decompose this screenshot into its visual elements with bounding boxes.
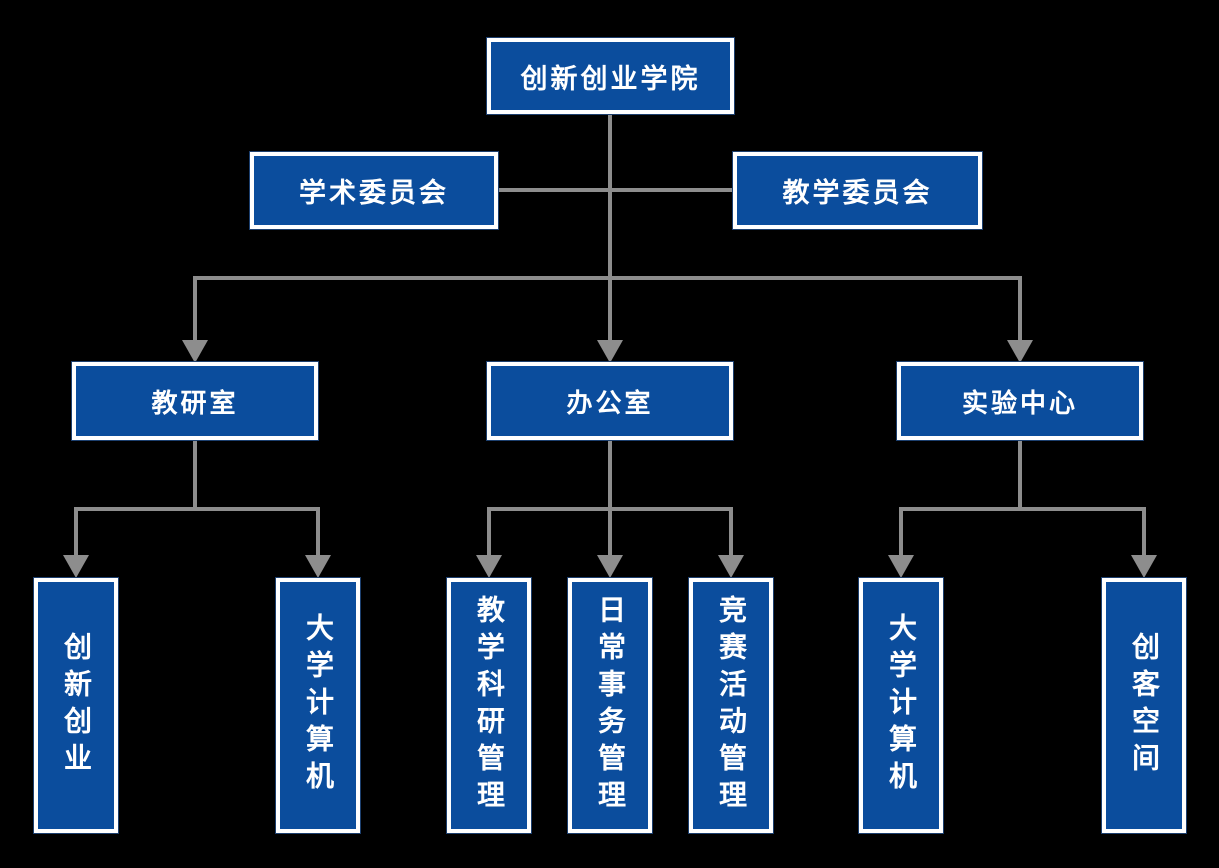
node-dept-lab-center: 实验中心 xyxy=(897,362,1143,440)
node-unit-innovation-entrepreneurship: 创新创业 xyxy=(34,578,118,833)
connector-committees xyxy=(498,188,733,192)
arrow-down-u1 xyxy=(63,555,89,578)
node-unit-daily-affairs-mgmt: 日常事务管理 xyxy=(568,578,652,833)
connector-drop-dept3 xyxy=(1018,276,1022,340)
arrow-down-u3 xyxy=(476,555,502,578)
connector-split-group2 xyxy=(487,507,733,511)
node-label: 办公室 xyxy=(566,387,654,418)
connector-drop-u3 xyxy=(487,507,491,556)
arrow-down-u4 xyxy=(597,555,623,578)
node-unit-teaching-research-mgmt: 教学科研管理 xyxy=(447,578,531,833)
node-unit-maker-space: 创客空间 xyxy=(1102,578,1186,833)
node-label: 竞赛活动管理 xyxy=(716,594,747,817)
connector-drop-u5 xyxy=(729,507,733,556)
connector-stem-group2 xyxy=(608,440,612,556)
node-dept-office: 办公室 xyxy=(487,362,733,440)
arrow-down-dept1 xyxy=(182,340,208,363)
connector-root-trunk xyxy=(608,114,612,340)
connector-drop-u2 xyxy=(316,507,320,556)
node-label: 创客空间 xyxy=(1129,631,1160,780)
arrow-down-u6 xyxy=(888,555,914,578)
connector-drop-u6 xyxy=(899,507,903,556)
node-unit-competition-activity-mgmt: 竞赛活动管理 xyxy=(689,578,773,833)
node-label: 日常事务管理 xyxy=(595,594,626,817)
connector-distribution xyxy=(193,276,1022,280)
arrow-down-dept2 xyxy=(597,340,623,363)
node-unit-university-computer-1: 大学计算机 xyxy=(276,578,360,833)
arrow-down-dept3 xyxy=(1007,340,1033,363)
node-label: 大学计算机 xyxy=(886,613,917,798)
node-root-college: 创新创业学院 xyxy=(487,38,734,114)
connector-split-group1 xyxy=(74,507,320,511)
arrow-down-u5 xyxy=(718,555,744,578)
node-label: 学术委员会 xyxy=(299,178,449,208)
node-label: 大学计算机 xyxy=(303,613,334,798)
node-dept-teaching-research-office: 教研室 xyxy=(72,362,318,440)
arrow-down-u2 xyxy=(305,555,331,578)
node-label: 教学委员会 xyxy=(782,178,933,208)
node-label: 创新创业 xyxy=(61,631,92,780)
connector-stem-group1 xyxy=(193,440,197,511)
node-teaching-committee: 教学委员会 xyxy=(733,152,982,229)
node-academic-committee: 学术委员会 xyxy=(250,152,498,229)
connector-drop-dept1 xyxy=(193,276,197,340)
node-label: 教研室 xyxy=(151,387,239,418)
node-label: 教学科研管理 xyxy=(474,594,505,817)
node-label: 实验中心 xyxy=(961,387,1078,418)
node-unit-university-computer-2: 大学计算机 xyxy=(859,578,943,833)
connector-drop-u1 xyxy=(74,507,78,556)
connector-drop-u7 xyxy=(1142,507,1146,556)
node-label: 创新创业学院 xyxy=(520,63,701,94)
connector-stem-group3 xyxy=(1018,440,1022,511)
connector-split-group3 xyxy=(899,507,1146,511)
arrow-down-u7 xyxy=(1131,555,1157,578)
